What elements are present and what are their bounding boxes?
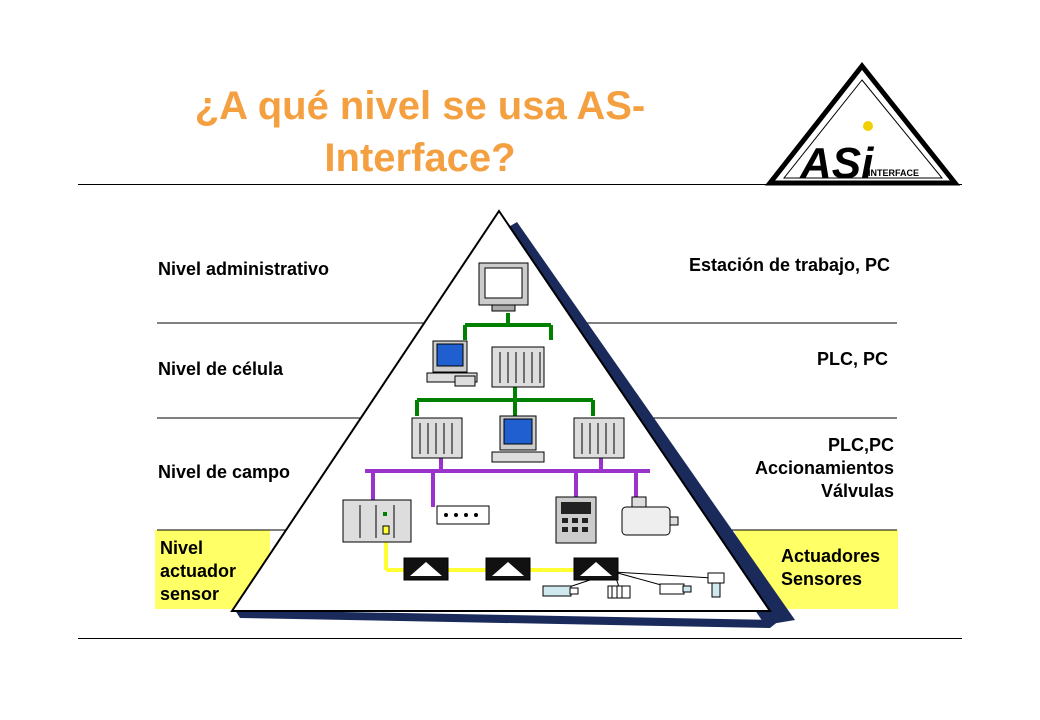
asi-module-icon: [485, 557, 531, 581]
bottom-rule: [78, 638, 962, 639]
level-label-text: sensor: [160, 584, 220, 604]
level-label-text: Nivel: [160, 538, 204, 558]
plc-rack-icon: [491, 346, 545, 388]
level-desc-text: Actuadores: [781, 546, 881, 566]
io-module-icon: [436, 505, 490, 525]
pc-icon: [426, 340, 478, 387]
level-desc-text: Estación de trabajo, PC: [688, 255, 890, 275]
level-desc-cell: PLC, PC: [817, 348, 888, 371]
asi-module-icon: [403, 557, 449, 581]
level-label-text: Nivel de célula: [158, 359, 284, 379]
asi-master-icon: [342, 499, 412, 543]
sensor-icon: [659, 583, 692, 595]
pc-icon: [491, 415, 545, 463]
motor-icon: [621, 496, 679, 536]
logo-text: INTERFACE: [868, 168, 919, 178]
level-label-field: Nivel de campo: [158, 461, 290, 484]
level-desc-text: PLC, PC: [816, 349, 888, 369]
plc-rack-icon: [573, 417, 625, 459]
logo-dot: [863, 121, 873, 131]
sensor-icon: [607, 585, 631, 599]
title-line-2: Interface?: [324, 136, 516, 180]
logo-mark: ASi: [799, 139, 874, 188]
level-desc-administrative: Estación de trabajo, PC: [689, 254, 890, 277]
level-label-cell: Nivel de célula: [158, 358, 283, 381]
sensor-icon: [542, 585, 579, 597]
workstation-icon: [478, 262, 529, 312]
plc-rack-icon: [411, 417, 463, 459]
cell-bus: [415, 313, 595, 416]
control-panel-icon: [555, 496, 597, 544]
level-label-administrative: Nivel administrativo: [158, 258, 329, 281]
level-label-text: actuador: [160, 561, 237, 581]
asi-logo: ASi INTERFACE: [764, 61, 961, 188]
level-desc-text: Sensores: [781, 569, 863, 589]
level-label-text: Nivel administrativo: [158, 259, 330, 279]
sensor-icon: [707, 572, 725, 598]
asi-module-icon: [573, 557, 619, 581]
level-desc-field: PLC,PC Accionamientos Válvulas: [755, 434, 894, 503]
field-bus: [365, 452, 650, 507]
level-desc-text: Accionamientos: [754, 458, 894, 478]
level-label-text: Nivel de campo: [158, 462, 291, 482]
level-desc-text: Válvulas: [820, 481, 894, 501]
top-rule: [78, 184, 962, 185]
level-label-actuator-sensor: Nivel actuador sensor: [160, 537, 236, 606]
level-desc-text: PLC,PC: [827, 435, 894, 455]
page-title: ¿A qué nivel se usa AS- Interface?: [120, 80, 720, 184]
level-desc-actuator-sensor: Actuadores Sensores: [781, 545, 880, 591]
title-line-1: ¿A qué nivel se usa AS-: [194, 84, 646, 128]
